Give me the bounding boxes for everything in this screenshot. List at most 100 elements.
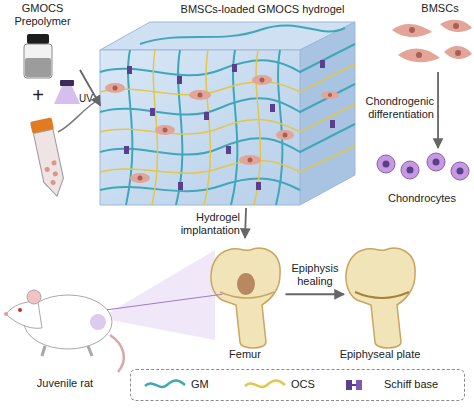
hydrogel-block-part xyxy=(105,75,339,183)
prepolymer-vial-part xyxy=(27,34,49,44)
legend-box: GMOCSSchiff base xyxy=(130,369,465,401)
node-label: Epiphyseal plate xyxy=(320,348,440,361)
hydrogel-block-part-part xyxy=(226,146,231,154)
hydrogel-block-part-part xyxy=(276,130,294,140)
node-label: Chondrocytes xyxy=(370,192,474,205)
flow-arrow xyxy=(245,208,246,238)
femur-bone-part xyxy=(237,273,255,295)
flow-arrow xyxy=(437,72,439,148)
stem-cells-part xyxy=(392,24,432,37)
legend-sample xyxy=(143,370,187,400)
flow-arrow xyxy=(286,293,345,295)
hydrogel-block-part-part xyxy=(198,93,203,98)
hydrogel-block-part-part xyxy=(100,64,355,95)
stem-cells-part xyxy=(416,52,422,58)
rat-figure xyxy=(4,290,124,372)
hydrogel-block-part-part xyxy=(178,182,183,190)
hydrogel-block-part xyxy=(100,50,355,205)
hydrogel-node: BMSCs-loaded GMOCS hydrogel xyxy=(95,3,360,208)
hydrogel-block xyxy=(100,22,355,205)
hydrogel-block-part-part xyxy=(163,128,168,133)
legend-text: Schiff base xyxy=(384,378,438,390)
node-label: Juvenile rat xyxy=(5,377,125,390)
hydrogel-block-part-part xyxy=(105,83,125,93)
hydrogel-block-part-part xyxy=(276,50,282,205)
healed-femur-part xyxy=(346,248,415,348)
hydrogel-block-part-part xyxy=(256,182,261,190)
cell-tube-part xyxy=(33,129,66,198)
hydrogel-block-part-part xyxy=(126,50,132,205)
hydrogel-block-part-part xyxy=(330,120,335,128)
rat-figure-part xyxy=(4,312,8,316)
stem-cells xyxy=(392,20,472,63)
hydrogel-block-part-part xyxy=(204,50,210,205)
legend-sample xyxy=(336,370,380,400)
hydrogel-block-part-part xyxy=(254,50,260,205)
ocs-line xyxy=(245,380,285,387)
healed-femur-part xyxy=(355,292,409,298)
hydrogel-block-part-part xyxy=(100,44,355,75)
hydrogel-block-part-part xyxy=(232,64,237,72)
hydrogel-block-part-part xyxy=(130,173,150,183)
chondrocyte-cells-part xyxy=(383,161,390,168)
hydrogel-block-part-part xyxy=(140,25,345,44)
bone-node: Epiphyseal plate xyxy=(320,238,440,363)
legend-text: GM xyxy=(191,378,209,390)
cell-node: Chondrocytes xyxy=(370,148,474,210)
hydrogel-block-part-part xyxy=(100,84,355,115)
schiff-symbol xyxy=(346,380,352,390)
hydrogel-block-part-part xyxy=(231,50,237,205)
plus-sign: + xyxy=(28,84,48,107)
uv-label: UV xyxy=(79,93,103,105)
node-label: GMOCS Prepolymer xyxy=(5,2,80,27)
hydrogel-block-part-part xyxy=(155,125,175,135)
uv-lamp-part xyxy=(60,80,74,86)
hydrogel-block-part-part xyxy=(100,104,355,134)
prepolymer-vial-part xyxy=(24,44,52,78)
chondrocyte-cells-part xyxy=(407,167,414,174)
hydrogel-block-part-part xyxy=(320,60,325,68)
zoom-wedge xyxy=(100,250,215,340)
node-label: Femur xyxy=(200,348,290,361)
uv-lamp xyxy=(54,80,80,104)
stem-cells-part xyxy=(398,48,440,62)
schiff-symbol xyxy=(352,384,356,386)
prepolymer-vial-part xyxy=(25,58,51,77)
cell-tube-part xyxy=(51,160,57,166)
stem-cells-part xyxy=(444,46,472,59)
merge-line xyxy=(58,102,95,132)
rat-figure-part xyxy=(27,290,41,304)
stem-cells-part xyxy=(409,27,415,33)
chondrocyte-cells xyxy=(377,153,469,180)
rat-figure-part xyxy=(42,346,92,356)
animal-node: Juvenile rat xyxy=(5,265,125,393)
hydrogel-block-part-part xyxy=(189,90,211,100)
hydrogel-block-part-part xyxy=(150,108,155,116)
arrow-label: Hydrogel implantation xyxy=(150,211,240,236)
femur-bone xyxy=(211,248,280,348)
chondrocyte-cells-part xyxy=(401,161,419,179)
hydrogel-block-part-part xyxy=(176,50,182,205)
hydrogel-block-part-part xyxy=(138,176,143,181)
prepolymer-vial xyxy=(24,34,52,78)
hydrogel-block-part xyxy=(124,60,335,190)
rat-figure-part xyxy=(110,335,124,372)
hydrogel-block-part-part xyxy=(270,104,275,112)
hydrogel-block-part-part xyxy=(239,155,261,165)
arrow-label: Epiphysis healing xyxy=(283,262,347,287)
hydrogel-block-part-part xyxy=(204,112,209,120)
hydrogel-block-part-part xyxy=(100,124,355,155)
stem-cells-part xyxy=(455,50,461,56)
hydrogel-block-part-part xyxy=(124,146,129,154)
arrow-label: Chondrogenic differentiation xyxy=(358,95,434,120)
hydrogel-block-part-part xyxy=(177,76,182,84)
node-label: BMSCs-loaded GMOCS hydrogel xyxy=(165,3,360,16)
hydrogel-block-part-part xyxy=(328,93,332,97)
chondrocyte-cells-part xyxy=(457,168,464,175)
bone-node: Femur xyxy=(200,238,290,363)
chondrocyte-cells-part xyxy=(377,155,395,173)
hydrogel-block-part xyxy=(100,25,355,205)
healed-femur xyxy=(346,248,415,348)
